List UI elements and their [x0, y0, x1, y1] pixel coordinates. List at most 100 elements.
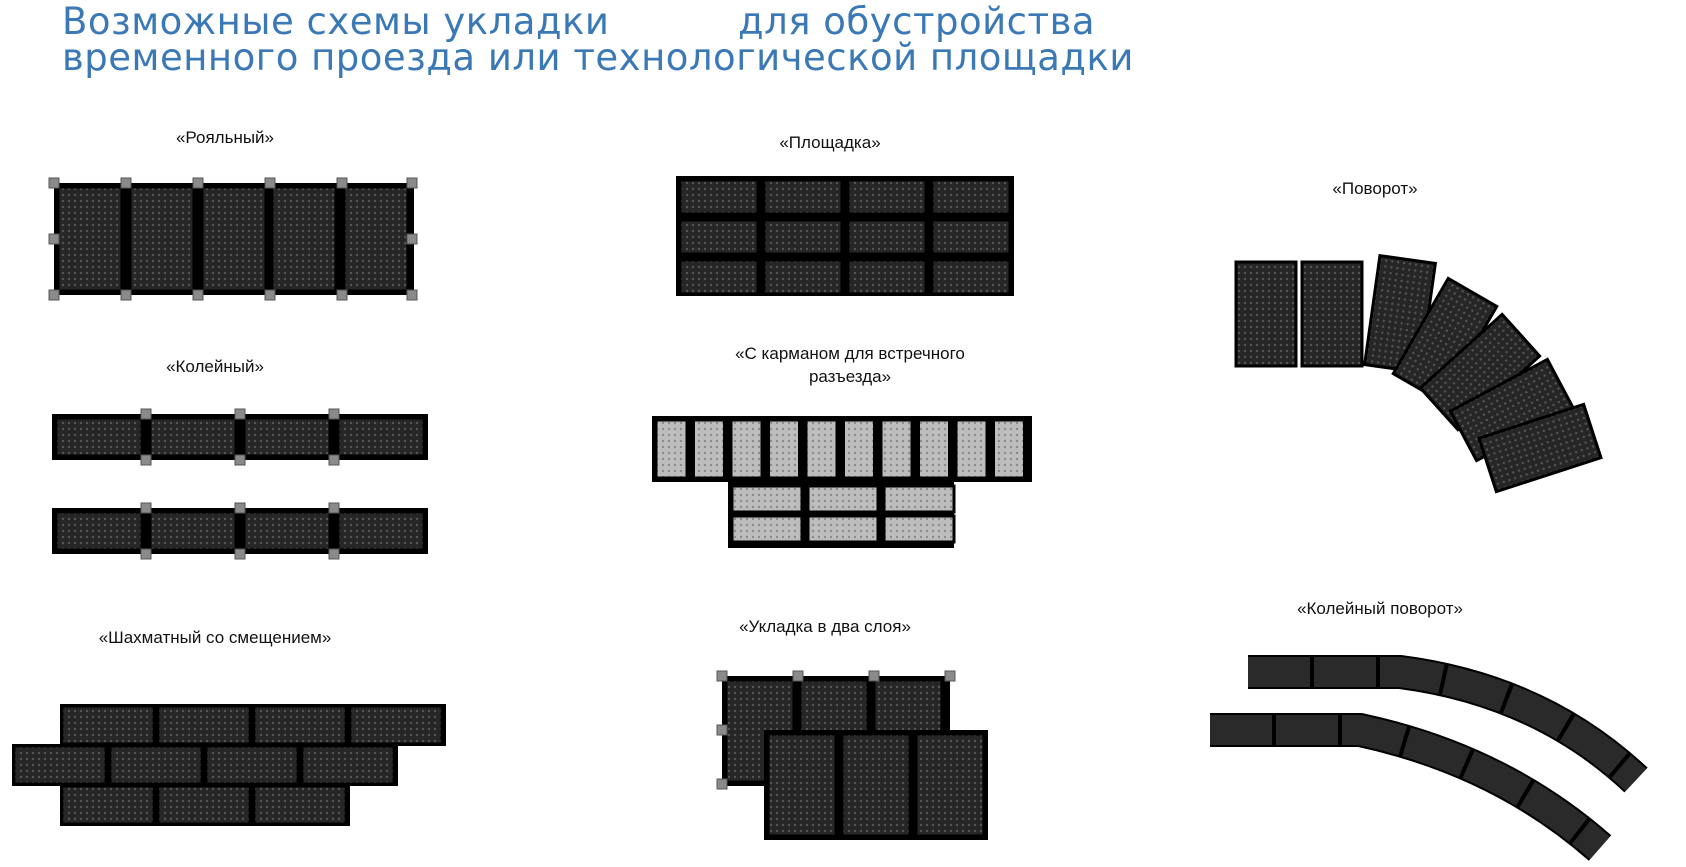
connector	[328, 454, 340, 466]
connector	[336, 177, 348, 189]
connector	[328, 548, 340, 560]
mat-panel	[992, 418, 1026, 480]
connector	[192, 289, 204, 301]
caption-shakhmatny: «Шахматный со смещением»	[98, 628, 332, 647]
connector	[120, 177, 132, 189]
connector	[234, 454, 246, 466]
scheme-royal	[48, 177, 418, 301]
mat-panel	[12, 744, 108, 786]
connector	[944, 670, 956, 682]
mat-panel	[930, 258, 1012, 296]
mat-panel	[1234, 260, 1298, 368]
mat-panel	[128, 185, 196, 293]
connector	[406, 289, 418, 301]
connector	[716, 670, 728, 682]
mat-panel	[954, 418, 989, 480]
connector	[406, 177, 418, 189]
mat-panel	[252, 704, 348, 746]
caption-karman-line2: разъезда»	[808, 367, 892, 386]
mat-panel	[300, 744, 396, 786]
mat-panel	[692, 418, 726, 480]
caption-povorot: «Поворот»	[1332, 179, 1418, 198]
mat-panel	[762, 178, 844, 216]
mat-panel	[60, 784, 156, 826]
connector	[716, 724, 728, 736]
mat-panel	[56, 185, 124, 293]
caption-koleyny: «Колейный»	[166, 357, 264, 376]
caption-ploshchadka: «Площадка»	[779, 133, 881, 152]
mat-panel	[729, 418, 764, 480]
mat-panel	[252, 784, 348, 826]
caption-koleyny-povorot: «Колейный поворот»	[1297, 599, 1463, 618]
mat-panel	[806, 484, 880, 514]
mat-panel	[148, 510, 238, 552]
mat-panel	[336, 510, 426, 552]
connector	[48, 177, 60, 189]
mat-panel	[930, 178, 1012, 216]
connector	[336, 289, 348, 301]
mat-panel	[846, 258, 928, 296]
mat-panel	[917, 418, 951, 480]
scheme-ploshchadka	[676, 176, 1014, 296]
scheme-dva-sloya	[716, 670, 988, 840]
caption-royal: «Рояльный»	[175, 128, 275, 147]
mat-panel	[54, 510, 144, 552]
page-title-line-1a: Возможные схемы укладки	[62, 0, 610, 43]
connector	[406, 233, 418, 245]
connector	[140, 548, 152, 560]
mat-panel	[879, 418, 914, 480]
connector	[192, 177, 204, 189]
mat-panel	[108, 744, 204, 786]
mat-panel	[804, 418, 839, 480]
mat-panel	[654, 418, 689, 480]
connector	[140, 502, 152, 514]
connector	[234, 548, 246, 560]
scheme-koleyny-povorot	[1210, 655, 1648, 861]
page-title-line-2: временного проезда или технологической п…	[62, 36, 1134, 79]
mat-panel	[730, 484, 804, 514]
scheme-povorot	[1234, 253, 1603, 494]
mat-panel	[882, 514, 956, 544]
track-panels	[1210, 715, 1610, 860]
scheme-shakhmatny	[12, 704, 446, 826]
mat-panel	[846, 178, 928, 216]
connector	[328, 502, 340, 514]
mat-panel	[336, 416, 426, 458]
mat-panel	[348, 704, 444, 746]
connector	[264, 177, 276, 189]
connector	[120, 289, 132, 301]
mat-panel	[1300, 260, 1364, 368]
connector	[234, 502, 246, 514]
mat-panel	[200, 185, 268, 293]
connector	[48, 233, 60, 245]
mat-panel	[54, 416, 144, 458]
connector	[140, 408, 152, 420]
page-title-line-1b: для обустройства	[738, 0, 1096, 43]
scheme-karman	[652, 416, 1032, 548]
mat-panel	[730, 514, 804, 544]
connector	[792, 670, 804, 682]
mat-panel	[242, 416, 332, 458]
mat-panel	[242, 510, 332, 552]
mat-panel	[762, 258, 844, 296]
mat-panel	[762, 218, 844, 256]
scheme-koleyny	[52, 408, 428, 560]
connector	[716, 778, 728, 790]
mat-panel	[767, 418, 801, 480]
connector	[140, 454, 152, 466]
connector	[234, 408, 246, 420]
curve-segment	[1477, 402, 1603, 494]
mat-panel	[846, 218, 928, 256]
mat-panel	[882, 484, 956, 514]
mat-panel	[806, 514, 880, 544]
mat-panel	[678, 258, 760, 296]
mat-panel	[842, 418, 876, 480]
mat-panel	[148, 416, 238, 458]
caption-karman-line1: «С карманом для встречного	[735, 344, 965, 363]
mat-panel	[156, 784, 252, 826]
mat-panel	[60, 704, 156, 746]
connector	[868, 670, 880, 682]
mat-panel	[766, 732, 838, 838]
mat-panel	[678, 178, 760, 216]
